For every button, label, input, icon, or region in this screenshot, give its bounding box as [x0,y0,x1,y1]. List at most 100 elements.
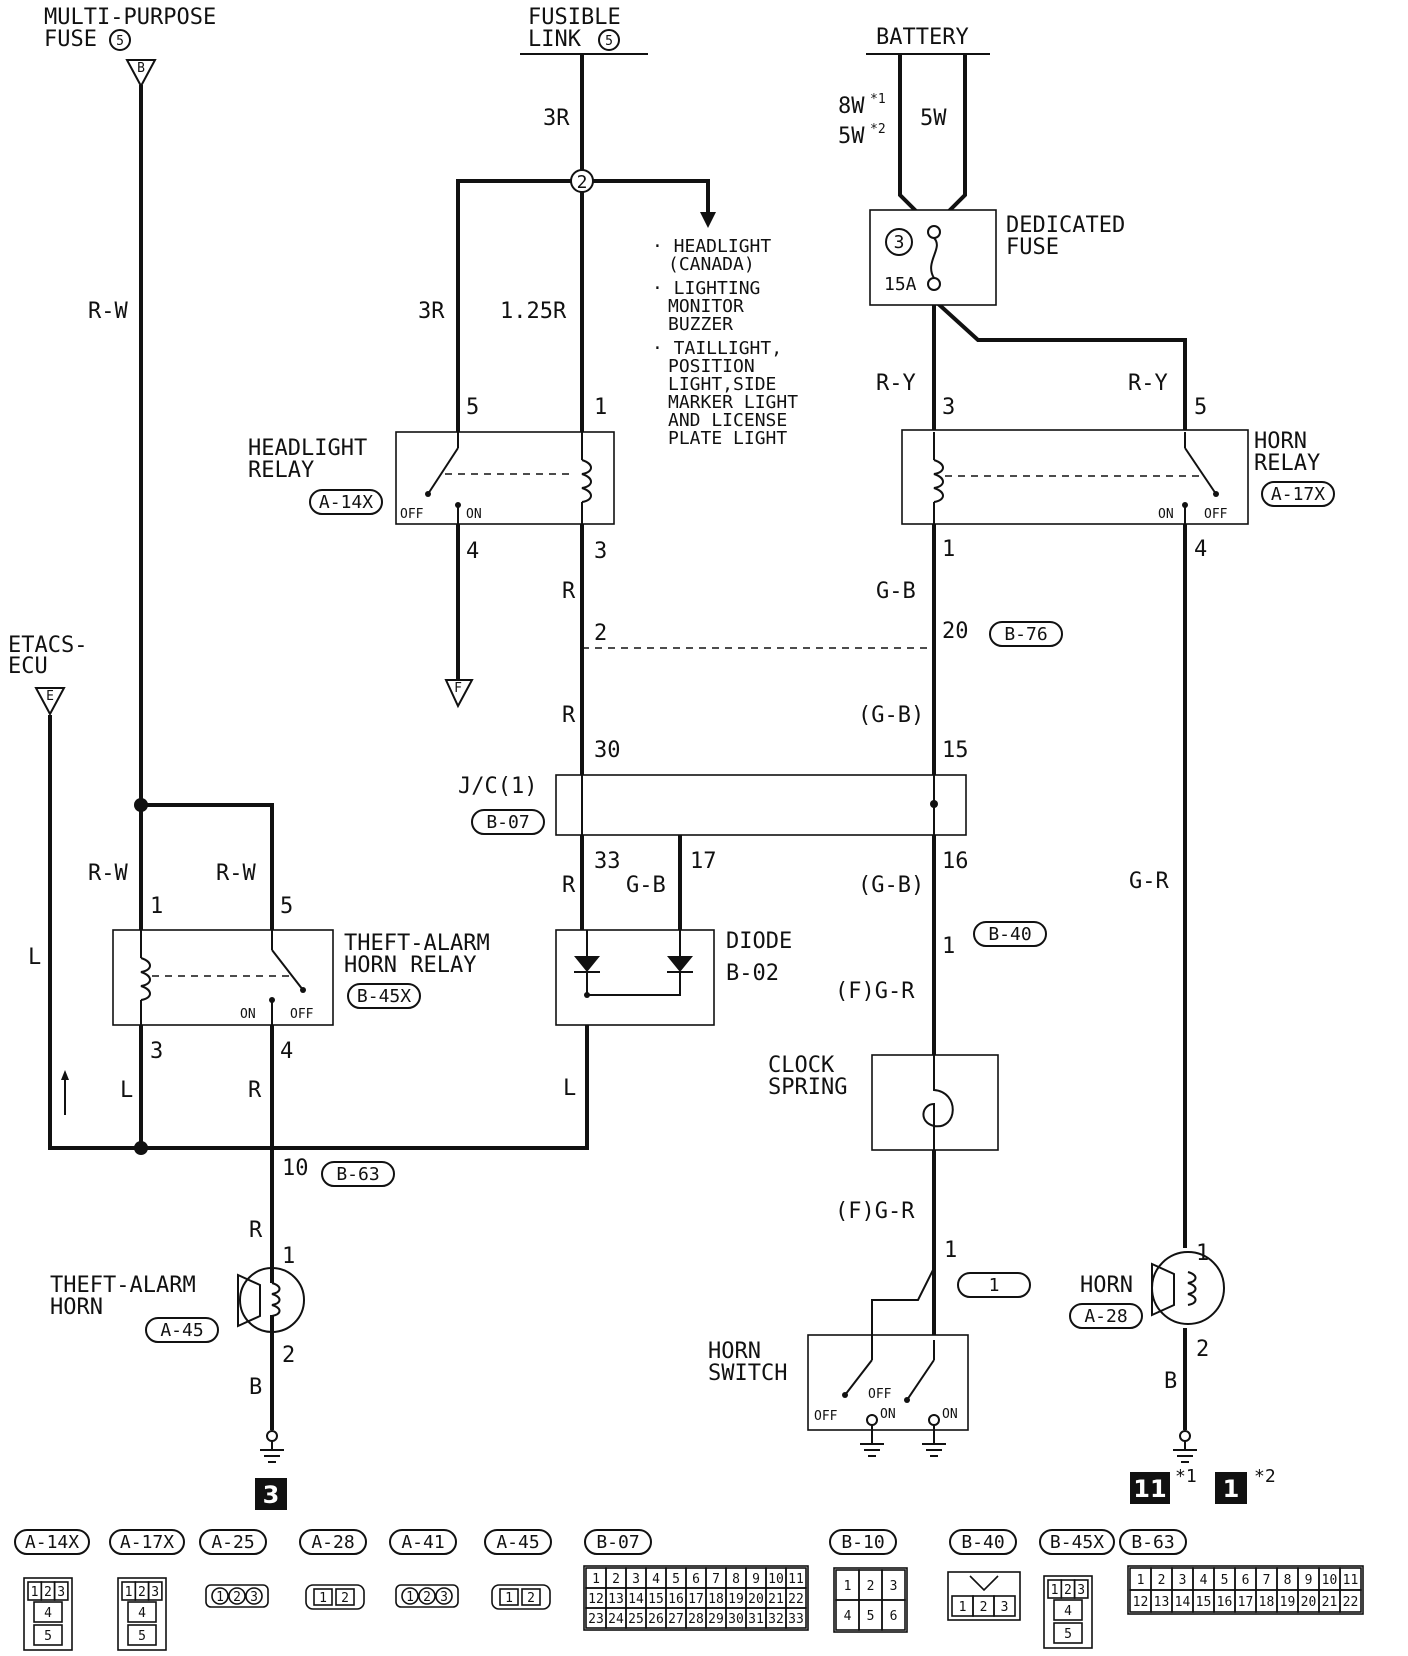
theft-horn-label-2: HORN [50,1295,103,1320]
horn-relay-label: HORN [1254,429,1307,454]
horn-switch-ref: 1 [989,1275,1000,1296]
pin-number: 4 [280,1039,293,1064]
wire-label: (F)G-R [835,1199,915,1224]
diode-label: DIODE [726,929,792,954]
pin-number: 1 [1196,1241,1209,1266]
connector-pin: 1 [31,1585,39,1600]
horn-switch-off: OFF [868,1387,892,1402]
dedicated-fuse-label: DEDICATED [1006,213,1125,238]
wire-label: R [562,579,576,604]
circuit-item: (CANADA) [668,254,755,275]
connector-pin: 7 [712,1572,720,1587]
connector-pin: 8 [732,1572,740,1587]
horn-label: HORN [1080,1273,1133,1298]
connector-pin: 4 [652,1572,660,1587]
connector-pin: 16 [668,1592,684,1607]
connector-pin: 14 [628,1592,644,1607]
connector-pin: 1 [959,1600,967,1615]
wire-note: *2 [870,122,886,137]
connector-pin: 1 [505,1591,513,1606]
ground-f: F [444,679,474,709]
connector-pin: 2 [233,1590,241,1605]
connector-code: A-41 [401,1532,444,1553]
dedicated-fuse-number: 3 [894,232,905,253]
connector-pin: 4 [844,1609,852,1624]
diode: DIODE B-02 [555,929,792,1026]
connector-pin: 2 [612,1572,620,1587]
wire-label: R [562,703,576,728]
ground-point-note: *2 [1254,1466,1276,1487]
splice-number: 2 [577,172,588,193]
connector-pin: 30 [728,1612,744,1627]
connector-pin: 17 [688,1592,704,1607]
pin-number: 15 [942,738,969,763]
battery-label: BATTERY [876,25,969,50]
headlight-relay-label-2: RELAY [248,458,314,483]
connector-pin: 3 [250,1590,258,1605]
pin-number: 1 [282,1244,295,1269]
connector-pin: 33 [788,1612,804,1627]
connector-pin: 1 [1051,1583,1059,1598]
diode-code: B-02 [726,961,779,986]
wire-label: B [1164,1369,1177,1394]
wire-label: R-W [88,299,128,324]
connector-pin: 9 [1305,1573,1313,1588]
connector-pin: 5 [138,1629,146,1644]
connector-pin: 9 [752,1572,760,1587]
connector-code: B-63 [1131,1532,1174,1553]
mp-fuse-terminal: B [137,61,145,76]
source-multi-purpose-fuse: MULTI-PURPOSE FUSE 5 B [44,5,216,89]
pin-number: 2 [1196,1337,1209,1362]
fusible-link-number: 5 [605,34,613,49]
mp-fuse-label: MULTI-PURPOSE [44,5,216,30]
headlight-relay-off: OFF [400,507,424,522]
connector-code: A-45 [496,1532,539,1553]
wire-label: 5W [920,106,947,131]
connector-pin: 18 [1259,1595,1275,1610]
wire-label: R [562,873,576,898]
connector-code: A-17X [120,1532,174,1553]
pin-number: 1 [594,395,607,420]
connector-code: B-10 [841,1532,884,1553]
pin-number: 4 [1194,537,1207,562]
wire-label: G-R [1129,869,1169,894]
pin-number: 1 [944,1238,957,1263]
connector-pin: 20 [748,1592,764,1607]
connector-pin: 3 [1179,1573,1187,1588]
connector-pin: 3 [440,1590,448,1605]
connector-pin: 29 [708,1612,724,1627]
connector-pin: 16 [1217,1595,1233,1610]
ground-point-note: *1 [1175,1466,1197,1487]
horn-relay-on: ON [1158,507,1174,522]
b40-code: B-40 [988,924,1031,945]
circuit-item: · TAILLIGHT, [652,338,782,359]
ground-point-right-b: 1 [1223,1475,1240,1503]
connector-pin: 18 [708,1592,724,1607]
theft-relay-label-2: HORN RELAY [344,953,476,978]
connector-pin: 31 [748,1612,764,1627]
circuit-item: · HEADLIGHT [652,236,771,257]
wire-label: 3R [418,299,445,324]
ground-point-right-a: 11 [1133,1475,1166,1503]
connector-code: A-28 [311,1532,354,1553]
horn-switch-on: ON [880,1407,896,1422]
etacs-terminal: E [46,689,54,704]
connector-pin: 25 [628,1612,644,1627]
theft-relay-code: B-45X [357,986,411,1007]
connector-pin: 32 [768,1612,784,1627]
pin-number: 30 [594,738,621,763]
theft-relay-label: THEFT-ALARM [344,931,490,956]
pin-number: 5 [1194,395,1207,420]
wire-label: R [248,1078,262,1103]
pin-number: 20 [942,619,969,644]
circuit-item: MARKER LIGHT [668,392,798,413]
connector-pin: 19 [1280,1595,1296,1610]
connector-pin: 13 [608,1592,624,1607]
connector-pin: 22 [1343,1595,1359,1610]
connector-pin: 3 [1077,1583,1085,1598]
theft-alarm-horn-relay: ON OFF THEFT-ALARM HORN RELAY B-45X 1 5 … [112,894,490,1064]
connector-code: A-25 [211,1532,254,1553]
